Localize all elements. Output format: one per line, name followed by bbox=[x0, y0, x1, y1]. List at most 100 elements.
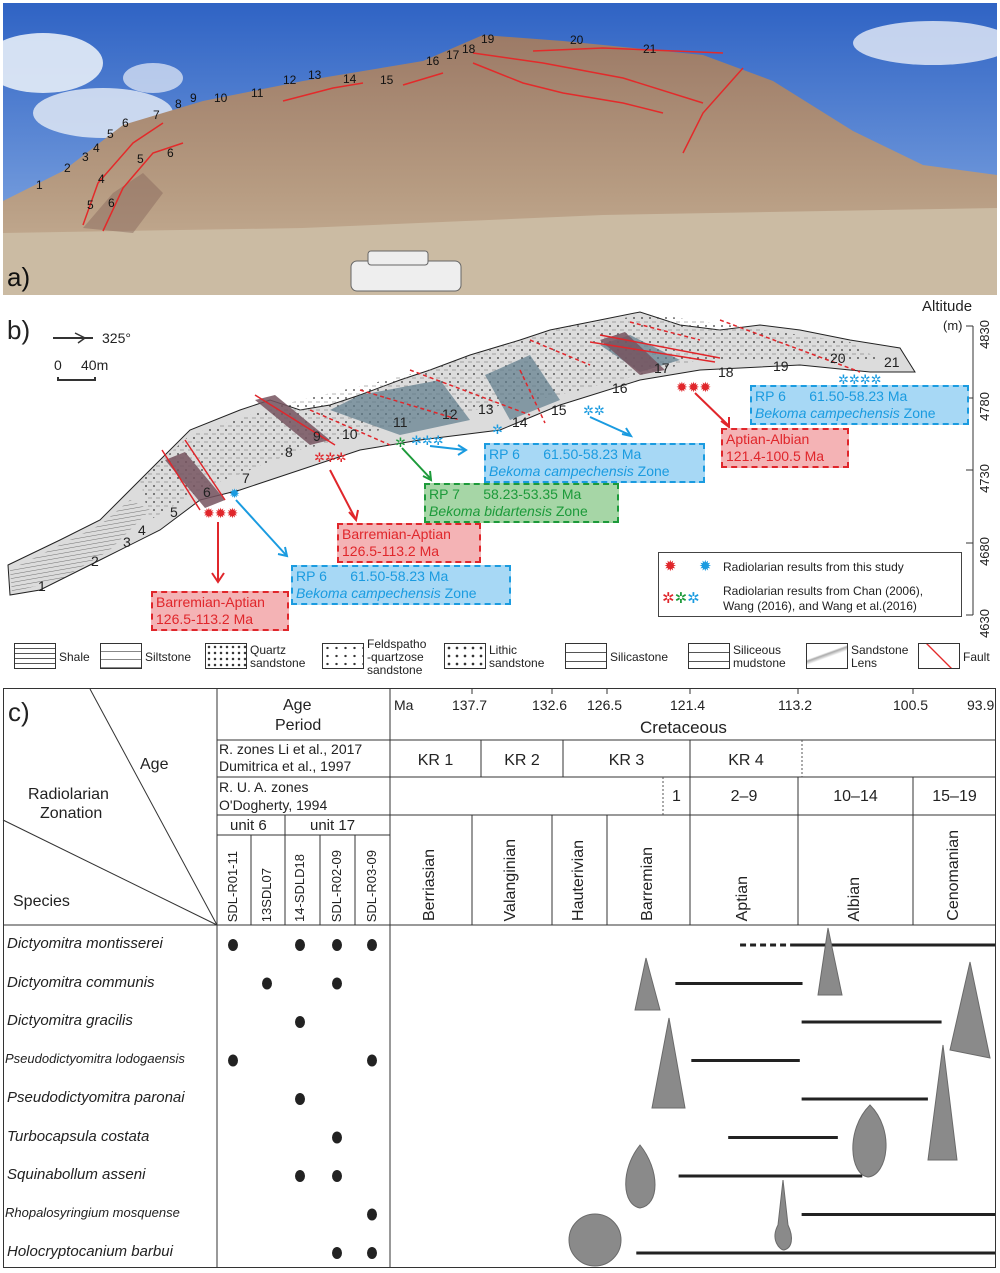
legend-text: sandstone bbox=[489, 656, 545, 670]
legend-text: mudstone bbox=[733, 656, 786, 670]
photo-unit-number: 4 bbox=[93, 141, 100, 155]
kr-zone: KR 1 bbox=[417, 752, 454, 769]
lithology-swatch bbox=[688, 643, 730, 669]
section-unit-number: 18 bbox=[718, 364, 734, 380]
lithology-swatch bbox=[322, 643, 364, 669]
scale-zero: 0 bbox=[54, 357, 62, 373]
ma-tick: 121.4 bbox=[670, 697, 706, 713]
zone-word: Zone bbox=[551, 503, 588, 519]
section-unit-number: 7 bbox=[242, 470, 250, 486]
period-header: Period bbox=[275, 717, 322, 734]
occurrence-dot bbox=[295, 939, 305, 951]
altitude-unit: (m) bbox=[943, 318, 963, 333]
cross-section: ✹✹✹✹✹✹ ✹✲✲✲✲✲✲✲✲✲✲ ✲✲✲ ✲ bbox=[7, 311, 974, 616]
legend-text: Quartz bbox=[250, 643, 287, 657]
panel-c-label: c) bbox=[8, 697, 30, 727]
rua-ref-1: R. U. A. zones bbox=[219, 779, 309, 795]
panel-a-label: a) bbox=[7, 262, 31, 292]
zone-species: Bekoma campechensis bbox=[296, 585, 441, 601]
lithology-legend-item: Silicastone bbox=[610, 650, 668, 664]
photo-unit-number: 6 bbox=[167, 146, 174, 160]
section-unit-number: 1 bbox=[38, 578, 46, 594]
section-unit-number: 4 bbox=[138, 522, 146, 538]
occurrence-dot bbox=[367, 1208, 377, 1221]
kr-zone: KR 2 bbox=[504, 752, 540, 769]
species-name: Dictyomitra montisserei bbox=[7, 935, 163, 952]
rua-zone: 10–14 bbox=[833, 788, 878, 805]
photo-unit-number: 5 bbox=[87, 198, 94, 212]
lithology-swatch bbox=[14, 643, 56, 669]
occurrence-dot bbox=[295, 1170, 305, 1182]
lithology-legend-item: Siltstone bbox=[145, 650, 191, 664]
corner-zonation-1: Radiolarian bbox=[28, 786, 109, 803]
zone-species: Bekoma campechensis bbox=[755, 405, 900, 421]
kr-zone: KR 4 bbox=[728, 752, 764, 769]
section-unit-number: 6 bbox=[203, 484, 211, 500]
period-cretaceous: Cretaceous bbox=[640, 718, 727, 737]
section-unit-number: 14 bbox=[512, 414, 528, 430]
lithology-legend-item: Fault bbox=[963, 649, 990, 664]
age-header: Age bbox=[283, 697, 312, 714]
occurrence-dot bbox=[332, 939, 342, 951]
section-unit-number: 12 bbox=[442, 406, 458, 422]
svg-text:✹✹✹: ✹✹✹ bbox=[203, 505, 238, 521]
photo-unit-number: 11 bbox=[251, 86, 264, 100]
section-unit-number: 17 bbox=[654, 360, 670, 376]
species-name: Dictyomitra communis bbox=[7, 973, 155, 991]
lithology-swatch bbox=[806, 643, 848, 669]
legend-text: sandstone bbox=[250, 656, 306, 670]
svg-text:✲✲✲✲: ✲✲✲✲ bbox=[838, 372, 882, 387]
zone-species: Bekoma bidartensis bbox=[429, 503, 552, 519]
svg-text:✲: ✲ bbox=[395, 435, 406, 450]
rua-zone: 2–9 bbox=[730, 788, 758, 805]
range-chart-table bbox=[3, 688, 996, 1268]
svg-text:✲✲: ✲✲ bbox=[583, 403, 605, 418]
photo-unit-number: 18 bbox=[462, 42, 476, 56]
svg-text:✲✲✲: ✲✲✲ bbox=[411, 433, 444, 448]
occurrence-dot bbox=[295, 1016, 305, 1028]
rzones-ref-2: Dumitrica et al., 1997 bbox=[219, 758, 352, 774]
occurrence-dot bbox=[332, 1247, 342, 1259]
photo-unit-number: 15 bbox=[380, 73, 394, 87]
species-name: Turbocapsula costata bbox=[7, 1127, 150, 1145]
photo-unit-number: 5 bbox=[137, 152, 144, 166]
ma-tick: 132.6 bbox=[532, 697, 568, 713]
box-line1: Aptian-Albian bbox=[726, 431, 810, 447]
species-name: Holocryptocanium barbui bbox=[7, 1243, 173, 1260]
photo-unit-number: 5 bbox=[107, 127, 114, 141]
open-star-icons: ✲✲✲ bbox=[662, 590, 700, 607]
svg-text:✹✹✹: ✹✹✹ bbox=[676, 379, 711, 395]
box-line1: RP 6 61.50-58.23 Ma bbox=[755, 388, 908, 404]
lithology-legend-item: Shale bbox=[59, 649, 90, 664]
section-unit-number: 15 bbox=[551, 402, 567, 418]
species-name: Squinabollum asseni bbox=[7, 1166, 146, 1183]
legend-text: Fault bbox=[963, 649, 990, 664]
section-unit-number: 9 bbox=[313, 428, 321, 444]
occurrence-dot bbox=[332, 1170, 342, 1182]
strike-value: 325° bbox=[102, 330, 131, 346]
section-unit-number: 10 bbox=[342, 426, 358, 442]
legend-previous-line2: Wang (2016), and Wang et al.(2016) bbox=[723, 599, 917, 613]
box-line1: Barremian-Aptian bbox=[156, 594, 265, 610]
field-photo bbox=[3, 3, 997, 295]
altitude-title: Altitude bbox=[922, 298, 973, 315]
occurrence-dot bbox=[295, 1093, 305, 1105]
box-line1: RP 6 61.50-58.23 Ma bbox=[296, 568, 449, 584]
photo-unit-number: 3 bbox=[82, 150, 89, 164]
box-line2: 126.5-113.2 Ma bbox=[342, 543, 440, 559]
photo-unit-number: 2 bbox=[64, 161, 71, 175]
photo-unit-number: 1 bbox=[36, 178, 43, 192]
blue-star-icon: ✹ bbox=[699, 558, 712, 575]
ma-tick: 100.5 bbox=[893, 697, 929, 713]
legend-text: Shale bbox=[59, 649, 90, 664]
occurrence-dot bbox=[228, 1054, 238, 1067]
photo-unit-number: 21 bbox=[643, 42, 657, 56]
